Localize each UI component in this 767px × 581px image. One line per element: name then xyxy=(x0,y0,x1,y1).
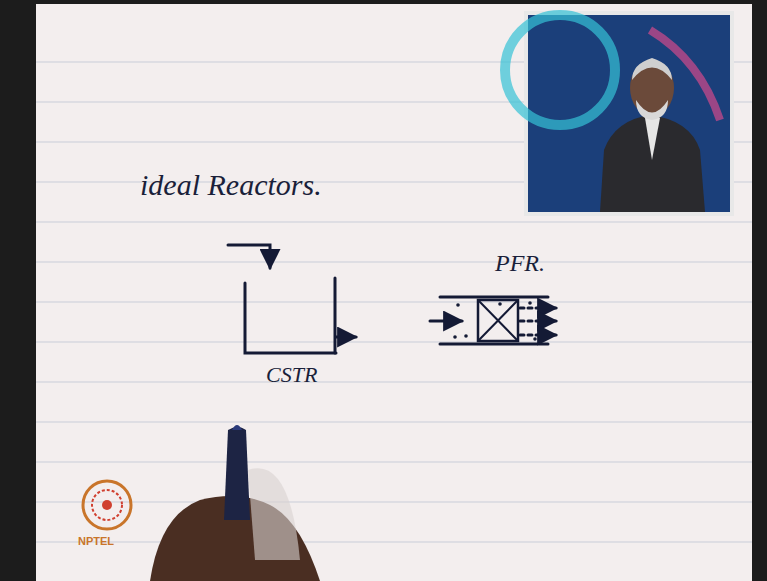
logo-center xyxy=(102,500,112,510)
pfr-dots xyxy=(453,301,537,341)
pfr-sketch xyxy=(430,297,556,344)
nptel-logo xyxy=(83,481,131,529)
marker-tip xyxy=(232,425,242,430)
reactor-label: CSTR xyxy=(266,362,317,388)
logo-ring xyxy=(83,481,131,529)
reactor-label-holder: CSTR xyxy=(266,362,317,388)
lecturer-shirt xyxy=(645,118,660,160)
inset-swirl xyxy=(505,15,615,125)
tube-wall xyxy=(440,296,548,299)
fluid-element-cross xyxy=(478,300,518,341)
handwritten-title-holder: ideal Reactors. xyxy=(140,168,322,202)
inlet-arrow xyxy=(430,320,462,323)
outlet-arrow xyxy=(520,334,556,337)
inset-background xyxy=(528,15,730,212)
cstr-sketch xyxy=(228,245,356,353)
marker-shadow xyxy=(248,468,300,560)
tank-wall xyxy=(245,283,336,353)
tube-wall xyxy=(440,343,548,346)
video-inset xyxy=(505,11,734,216)
outlet-arrow xyxy=(336,336,356,339)
marker-pen xyxy=(224,427,250,520)
outlet-arrow xyxy=(520,307,556,310)
lecturer-beard xyxy=(636,100,668,120)
logo-text: NPTEL xyxy=(78,535,114,547)
hand-with-marker xyxy=(150,425,320,581)
inset-border xyxy=(524,11,734,216)
outlet-arrow xyxy=(520,320,556,323)
logo-text-holder: NPTEL xyxy=(78,531,114,549)
lecturer-body xyxy=(600,115,705,212)
fluid-element xyxy=(478,300,518,341)
inlet-arrow xyxy=(228,245,270,268)
paper-sheet xyxy=(36,4,752,581)
handwritten-title: ideal Reactors. xyxy=(140,168,322,202)
reactor-label: PFR. xyxy=(495,250,545,277)
reactor-label-holder: PFR. xyxy=(495,250,545,277)
tank-wall xyxy=(334,278,337,353)
logo-ring xyxy=(92,490,122,520)
ruled-lines xyxy=(36,62,752,542)
lecturer-hair xyxy=(632,58,672,80)
